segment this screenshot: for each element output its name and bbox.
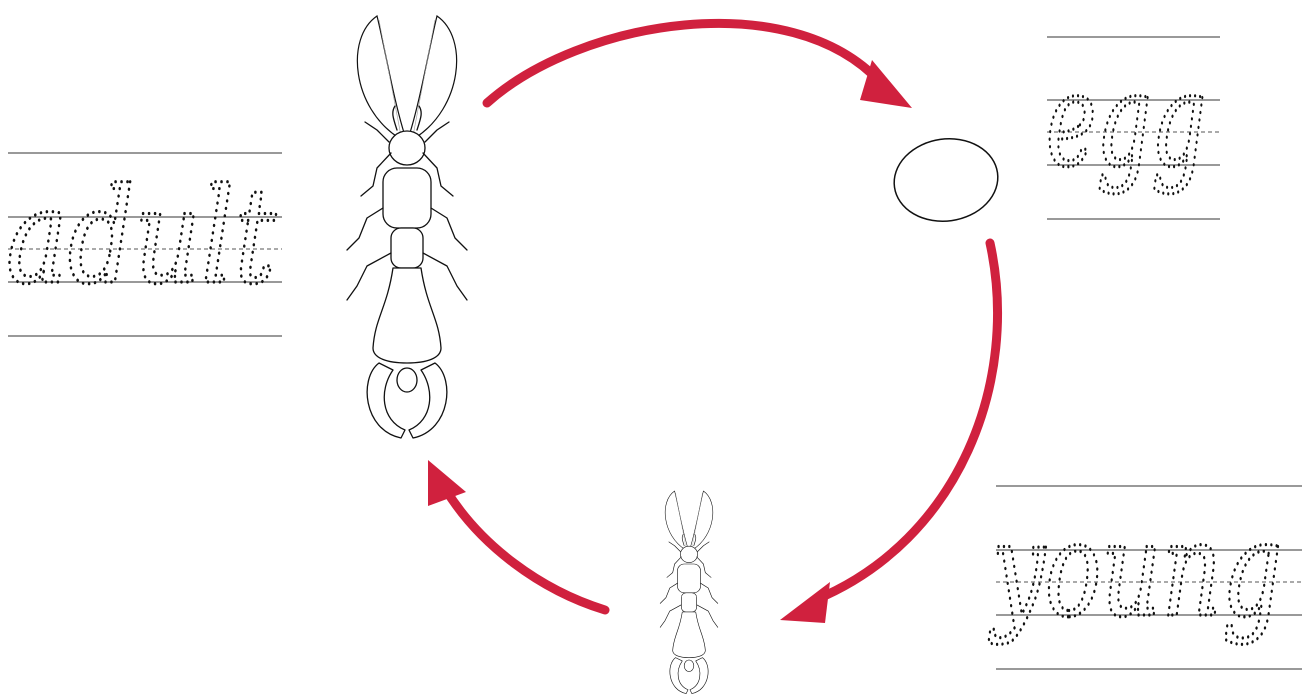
arrowhead-egg-to-young bbox=[780, 582, 830, 623]
arrow-adult-to-egg bbox=[487, 23, 880, 103]
trace-word-adult[interactable]: adult bbox=[6, 160, 277, 314]
arrow-young-to-adult bbox=[446, 490, 605, 610]
adult-insect-illustration bbox=[347, 16, 467, 438]
young-insect-illustration bbox=[660, 491, 718, 694]
egg-illustration bbox=[889, 132, 1003, 228]
arrow-egg-to-young bbox=[815, 243, 998, 600]
trace-word-young[interactable]: young bbox=[988, 493, 1282, 647]
trace-word-egg[interactable]: egg bbox=[1046, 44, 1206, 196]
